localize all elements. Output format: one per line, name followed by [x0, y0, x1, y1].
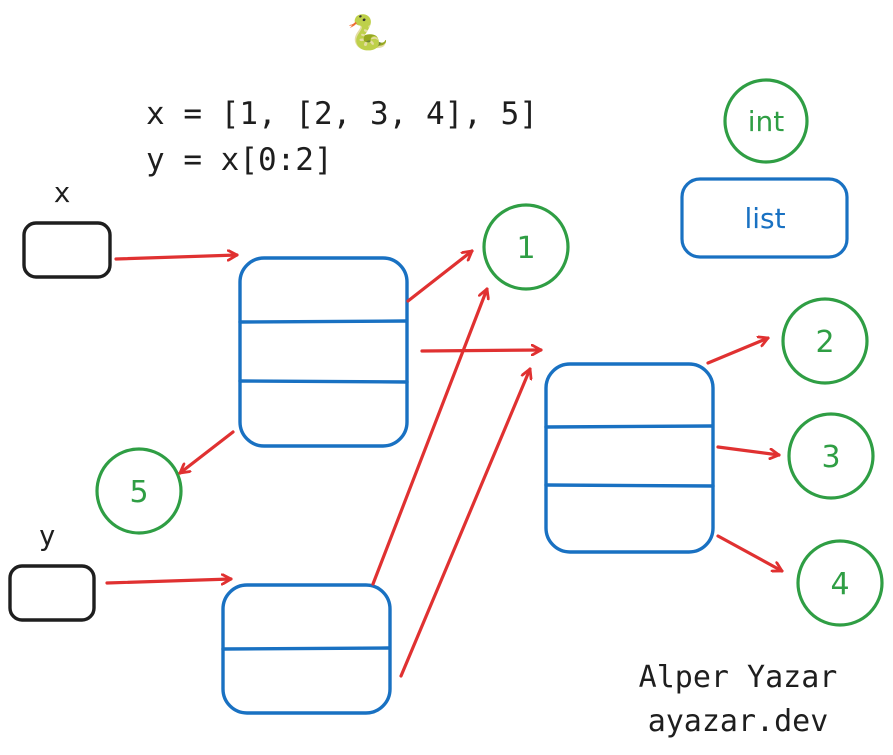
code-line-2: y = x[0:2]	[146, 142, 333, 178]
arrow-slot2-to-5	[178, 430, 235, 475]
legend-int: int	[723, 78, 809, 164]
arrow-y-to-list	[105, 579, 233, 583]
inner-list-object	[544, 362, 715, 554]
arrow-slot1-to-inner-list	[420, 350, 543, 351]
int-object-3-value: 3	[821, 440, 840, 475]
arrow-inner2-to-4	[716, 534, 784, 573]
int-object-5: 5	[95, 447, 183, 535]
int-object-4-value: 4	[830, 567, 849, 602]
int-object-1: 1	[482, 203, 570, 291]
int-object-2-value: 2	[815, 325, 834, 360]
arrow-slot0-to-1	[406, 249, 474, 303]
variable-y-box	[8, 564, 96, 622]
legend-int-label: int	[748, 105, 785, 138]
int-object-5-value: 5	[129, 475, 148, 510]
author-site: ayazar.dev	[648, 704, 829, 739]
arrow-inner1-to-3	[716, 445, 781, 455]
int-object-1-value: 1	[516, 231, 535, 266]
variable-x-box	[22, 221, 112, 279]
arrow-x-to-list	[114, 255, 239, 259]
list-x-object	[238, 256, 409, 448]
reference-arrows	[105, 249, 784, 678]
int-object-3: 3	[787, 412, 875, 500]
variable-y-label: y	[39, 519, 56, 552]
code-line-1: x = [1, [2, 3, 4], 5]	[146, 96, 538, 132]
int-object-4: 4	[796, 539, 884, 627]
python-snake-icon: 🐍	[347, 13, 389, 53]
int-object-2: 2	[781, 297, 869, 385]
legend-list-label: list	[744, 202, 785, 235]
list-y-object	[221, 583, 392, 715]
arrow-y-slot1-to-inner-list	[399, 367, 530, 678]
arrow-y-slot0-to-1	[371, 287, 487, 586]
author-name: Alper Yazar	[639, 660, 838, 695]
arrow-inner0-to-2	[706, 338, 770, 365]
variable-x-label: x	[54, 176, 71, 209]
legend-list: list	[680, 177, 849, 259]
